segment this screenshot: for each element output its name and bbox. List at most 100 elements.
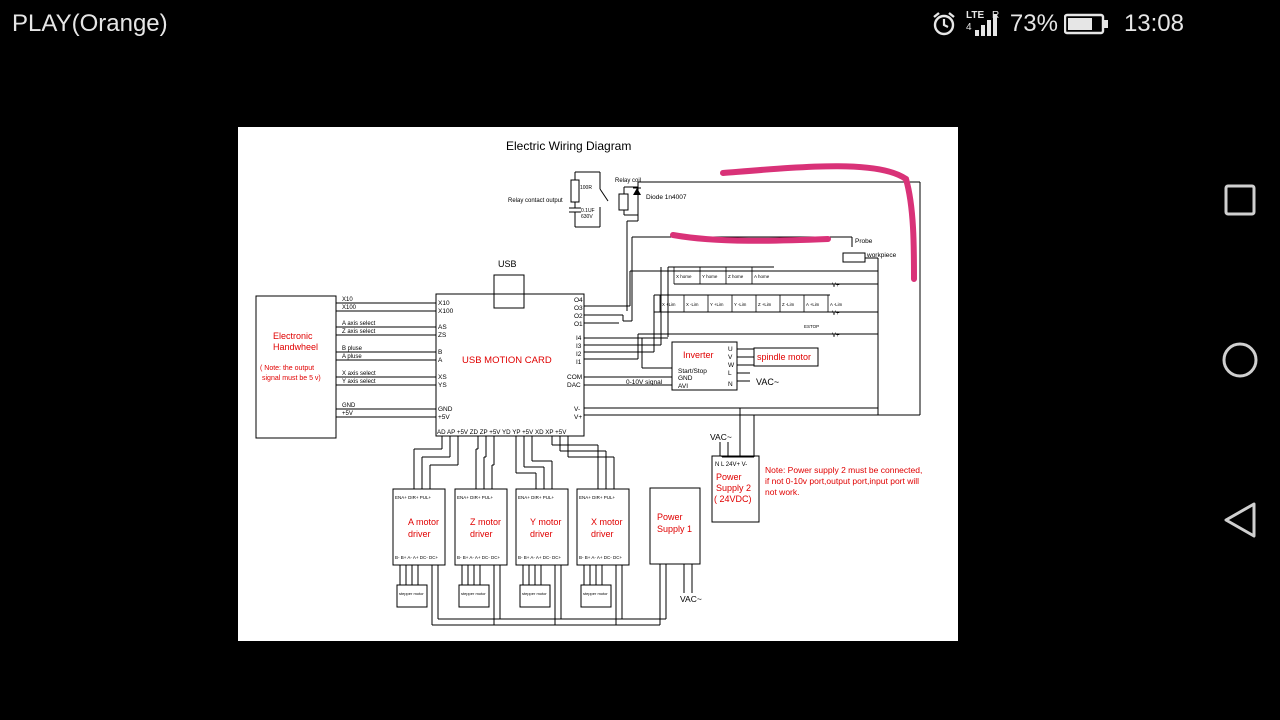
card-pin: X10 <box>438 300 450 307</box>
note-line: if not 0-10v port,output port,input port… <box>765 476 919 486</box>
inverter-gnd-label: GND <box>678 375 693 382</box>
vac-label: VAC~ <box>756 377 779 387</box>
inverter-avi-label: AVI <box>678 383 688 390</box>
card-pin: XS <box>438 374 447 381</box>
inverter-pin: W <box>728 362 735 369</box>
vplus-label: V+ <box>832 333 840 339</box>
home-label: A home <box>754 274 770 279</box>
home-switches <box>673 267 753 284</box>
workpiece-label: workpiece <box>866 252 897 259</box>
resistor-label: 100R <box>580 185 592 191</box>
stepper-label: stepper motor <box>461 591 486 596</box>
signal-sub: 4 <box>966 22 972 33</box>
limit-switches <box>659 295 829 312</box>
driver-bottom-pins: B- B+ A- A+ DC- DC+ <box>457 555 501 560</box>
card-bottom-pins: AD AP +5V ZD ZP +5V YD YP +5V XD XP +5V <box>437 429 567 436</box>
card-pin: V- <box>574 406 580 413</box>
driver-top-pins: ENA+ DIR+ PUL+ <box>518 495 555 500</box>
psu1-line1: Power <box>657 512 683 522</box>
card-pin: O2 <box>574 313 583 320</box>
driver-label: driver <box>470 529 493 539</box>
stepper-wires <box>399 565 603 585</box>
inverter-pin: V <box>728 354 733 361</box>
square-icon <box>1224 184 1256 216</box>
stepper-label: stepper motor <box>399 591 424 596</box>
home-button[interactable] <box>1218 338 1262 382</box>
handwheel-title-2: Handwheel <box>273 342 318 352</box>
inverter-title: Inverter <box>683 350 714 360</box>
alarm-icon <box>933 12 955 36</box>
psu2-line3: ( 24VDC) <box>714 494 752 504</box>
battery-percent: 73% <box>1009 10 1058 37</box>
vplus-label: V+ <box>832 283 840 289</box>
circle-icon <box>1222 342 1258 378</box>
limit-label: A +Lim <box>806 302 820 307</box>
handwheel-note-2: signal must be 5 v) <box>262 375 321 382</box>
handwheel-title-1: Electronic <box>273 331 313 341</box>
hw-signal: A axis select <box>342 321 376 327</box>
network-type: LTE <box>966 10 984 21</box>
battery-icon <box>1063 13 1108 35</box>
limit-label: Z +Lim <box>758 302 772 307</box>
driver-bottom-pins: B- B+ A- A+ DC- DC+ <box>579 555 623 560</box>
navigation-bar <box>1200 120 1280 600</box>
signal-010-label: 0-10V signal <box>626 379 663 386</box>
probe-label: Probe <box>855 238 873 245</box>
driver-bottom-pins: B- B+ A- A+ DC- DC+ <box>518 555 562 560</box>
hw-signal: Z axis select <box>342 329 376 335</box>
inverter-pin: U <box>728 346 733 353</box>
spindle-motor-label: spindle motor <box>757 352 811 362</box>
home-label: Z home <box>728 274 744 279</box>
limit-label: Y +Lim <box>710 302 724 307</box>
limit-label: X -Lim <box>686 302 699 307</box>
driver-top-pins: ENA+ DIR+ PUL+ <box>395 495 432 500</box>
card-pin: V+ <box>574 414 582 421</box>
psu1-line2: Supply 1 <box>657 524 692 534</box>
inverter-pin: L <box>728 370 732 377</box>
status-bar: PLAY(Orange) LTE R 4 73% 13:08 <box>0 0 1280 48</box>
driver-bottom-pins: B- B+ A- A+ DC- DC+ <box>395 555 439 560</box>
clock: 13:08 <box>1123 10 1184 37</box>
card-pin: GND <box>438 406 453 413</box>
hw-signal: X100 <box>342 305 357 311</box>
capacitor-voltage-label: 630V <box>581 214 593 220</box>
home-label: Y home <box>702 274 718 279</box>
carrier-name: PLAY(Orange) <box>12 10 168 37</box>
limit-label: X +Lim <box>662 302 676 307</box>
card-pin: ZS <box>438 332 447 339</box>
card-pin: DAC <box>567 382 581 389</box>
card-pin: +5V <box>438 414 450 421</box>
card-pin: B <box>438 349 442 356</box>
driver-top-pins: ENA+ DIR+ PUL+ <box>457 495 494 500</box>
card-pin: O3 <box>574 305 583 312</box>
card-pin: I2 <box>576 351 582 358</box>
hw-signal: GND <box>342 403 356 409</box>
card-pin: A <box>438 357 443 364</box>
relay-contact-label: Relay contact output <box>508 198 563 204</box>
resistor <box>570 179 580 203</box>
workpiece-block <box>842 252 866 263</box>
driver-label: driver <box>408 529 431 539</box>
hw-signal: +5V <box>342 411 353 417</box>
vplus-label: V+ <box>832 311 840 317</box>
triangle-back-icon <box>1224 502 1256 538</box>
hw-signal: Y axis select <box>342 379 376 385</box>
diode-symbol <box>633 188 641 195</box>
limit-label: Y -Lim <box>734 302 747 307</box>
inverter-start-label: Start/Stop <box>678 368 707 375</box>
capacitor-label: 0.1UF <box>581 208 595 214</box>
psu2-line1: Power <box>716 472 742 482</box>
diode-label: Diode 1n4007 <box>646 194 687 201</box>
note-line: Note: Power supply 2 must be connected, <box>765 465 922 475</box>
home-label: X home <box>676 274 692 279</box>
diagram-title: Electric Wiring Diagram <box>506 139 631 153</box>
card-pin: COM <box>567 374 582 381</box>
wiring-diagram-image[interactable]: Electric Wiring Diagram Relay coil Relay… <box>238 127 958 641</box>
wiring-diagram: Electric Wiring Diagram Relay coil Relay… <box>255 139 922 626</box>
recents-button[interactable] <box>1218 178 1262 222</box>
card-pin: YS <box>438 382 447 389</box>
back-button[interactable] <box>1218 498 1262 542</box>
usb-motion-card-label: USB MOTION CARD <box>462 355 552 366</box>
driver-label: A motor <box>408 517 439 527</box>
relay-coil-label: Relay coil <box>615 178 641 184</box>
